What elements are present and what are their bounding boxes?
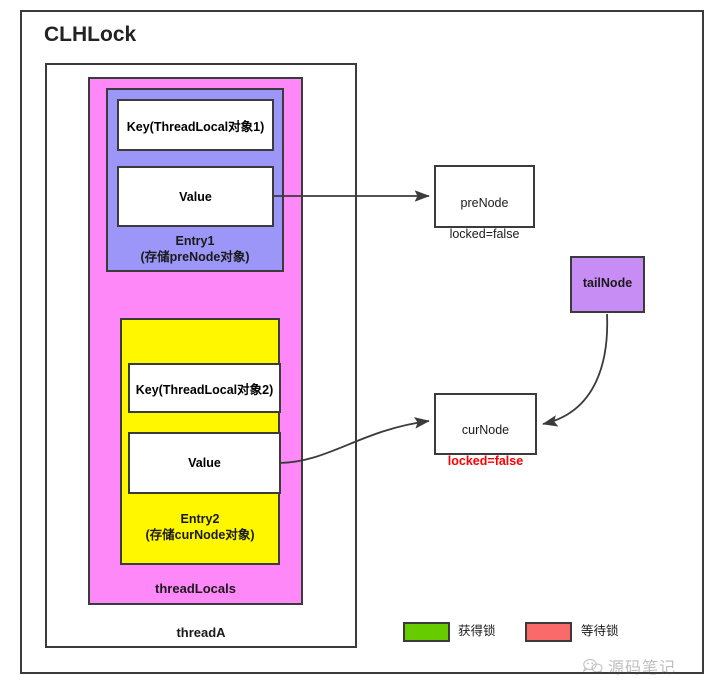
curnode-text: curNode locked=false [434, 407, 537, 470]
prenode-name: preNode [460, 195, 509, 210]
legend-label-acquired: 获得锁 [458, 624, 496, 638]
curnode-name: curNode [461, 422, 510, 437]
entry2-value-cell: Value [128, 432, 281, 494]
curnode-locked: locked=false [447, 453, 524, 468]
watermark-text: 源码笔记 [608, 660, 677, 677]
wechat-icon [583, 659, 603, 674]
page-title: CLHLock [44, 23, 137, 46]
threadlocals-label: threadLocals [155, 581, 236, 596]
prenode-locked: locked=false [449, 226, 520, 241]
entry2-key-cell: Key(ThreadLocal对象2) [128, 363, 281, 413]
legend-swatch-waiting [525, 622, 572, 642]
legend-swatch-acquired [403, 622, 450, 642]
threada-label: threadA [176, 625, 226, 640]
tailnode-box [570, 256, 645, 313]
legend-label-waiting: 等待锁 [581, 624, 619, 638]
entry1-key-cell: Key(ThreadLocal对象1) [117, 99, 274, 151]
curnode-box [434, 393, 537, 455]
entry2-label: Entry2 (存储curNode对象) [145, 512, 255, 542]
prenode-box [434, 165, 535, 228]
entry1-value-cell: Value [117, 166, 274, 227]
prenode-text: preNode locked=false [434, 180, 535, 243]
watermark: 源码笔记 [583, 654, 676, 678]
tailnode-label: tailNode [582, 276, 633, 290]
entry1-label: Entry1 (存储preNode对象) [140, 234, 250, 264]
